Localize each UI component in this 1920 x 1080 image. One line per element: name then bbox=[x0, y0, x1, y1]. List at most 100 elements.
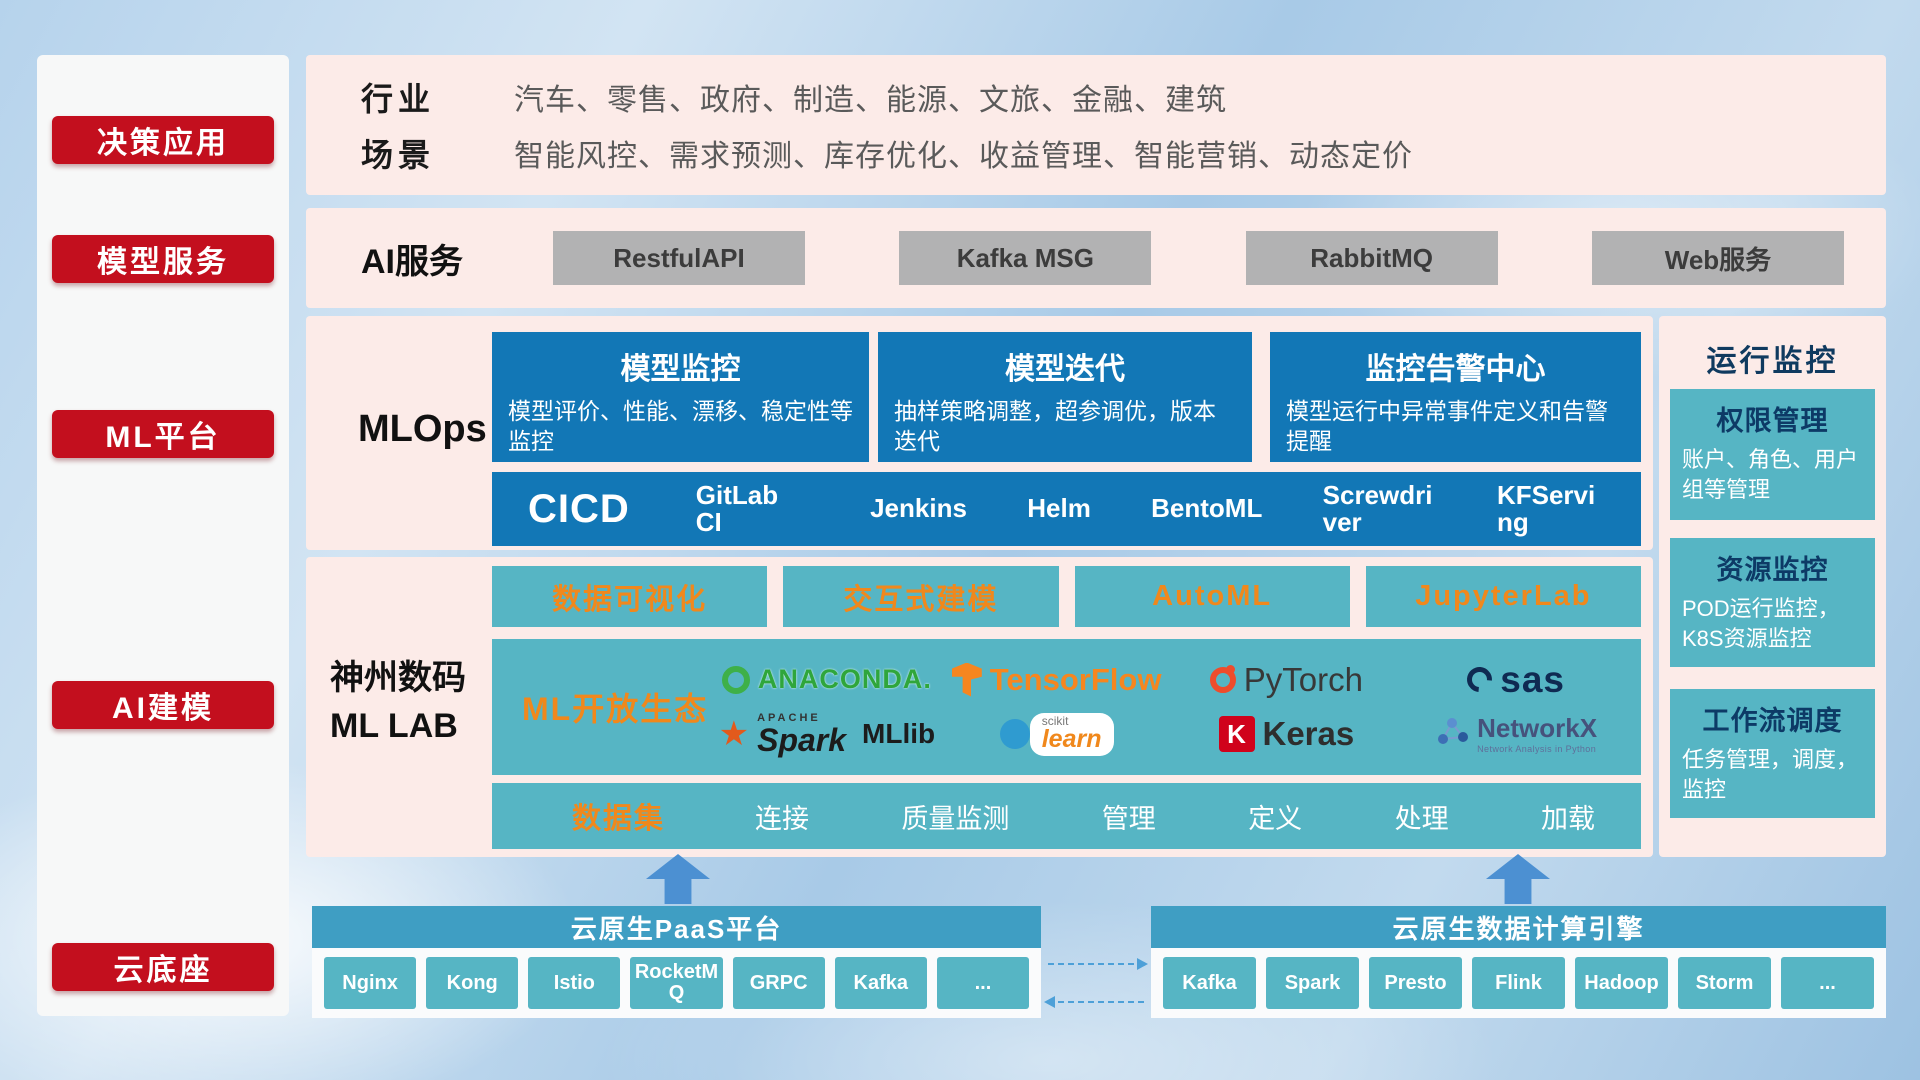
ecosystem-logo-grid: ANACONDA. TensorFlow PyTorch sas ★ bbox=[712, 659, 1631, 756]
cicd-item-kfserving: KFServing bbox=[1496, 479, 1596, 537]
pytorch-logo: PyTorch bbox=[1209, 661, 1363, 699]
model-monitoring-card: 模型监控 模型评价、性能、漂移、稳定性等监控 bbox=[492, 332, 869, 462]
spark-chip[interactable]: Spark bbox=[1266, 957, 1359, 1009]
cicd-label: CICD bbox=[528, 486, 630, 531]
sidebar-item-decision-apps[interactable]: 决策应用 bbox=[52, 116, 274, 164]
tensorflow-logo-text: TensorFlow bbox=[989, 661, 1162, 697]
card-title: 模型迭代 bbox=[1005, 353, 1125, 386]
kong-chip[interactable]: Kong bbox=[426, 957, 519, 1009]
dataset-item-process: 处理 bbox=[1394, 803, 1449, 834]
sidebar-item-cloud-base[interactable]: 云底座 bbox=[52, 943, 274, 991]
scikit-badge: scikit learn bbox=[1029, 712, 1114, 756]
grpc-chip[interactable]: GRPC bbox=[732, 957, 825, 1009]
spark-wordmark: APACHE Spark bbox=[757, 711, 846, 756]
kafka-chip[interactable]: Kafka bbox=[1163, 957, 1256, 1009]
compute-engine-title-bar: 云原生数据计算引擎 bbox=[1151, 906, 1886, 948]
sidebar-item-ml-platform[interactable]: ML平台 bbox=[52, 410, 274, 458]
paas-block: 云原生PaaS平台 Nginx Kong Istio RocketMQ GRPC… bbox=[312, 906, 1041, 1018]
anaconda-logo: ANACONDA. bbox=[721, 664, 932, 695]
ml-lab-label: 神州数码 ML LAB bbox=[330, 655, 490, 750]
data-visualization-button[interactable]: 数据可视化 bbox=[492, 566, 768, 627]
scenario-label: 场景 bbox=[361, 136, 436, 173]
cicd-bar: CICD GitLab CI Jenkins Helm BentoML Scre… bbox=[492, 472, 1641, 546]
kafka-chip[interactable]: Kafka bbox=[834, 957, 927, 1009]
up-arrow-paas-icon bbox=[646, 854, 710, 904]
permission-management-card: 权限管理 账户、角色、用户组等管理 bbox=[1670, 389, 1875, 520]
industry-scenario-panel: 行业 汽车、零售、政府、制造、能源、文旅、金融、建筑 场景 智能风控、需求预测、… bbox=[306, 55, 1886, 195]
dataset-item-connect: 连接 bbox=[755, 803, 810, 834]
sidebar-item-ai-modeling[interactable]: AI建模 bbox=[52, 681, 274, 729]
keras-logo: K Keras bbox=[1218, 715, 1355, 753]
model-iteration-card: 模型迭代 抽样策略调整，超参调优，版本迭代 bbox=[878, 332, 1252, 462]
spark-star-icon: ★ bbox=[718, 715, 750, 753]
dataset-bar: 数据集 连接 质量监测 管理 定义 处理 加载 bbox=[492, 783, 1641, 849]
scenario-row: 场景 智能风控、需求预测、库存优化、收益管理、智能营销、动态定价 bbox=[361, 130, 1846, 176]
sas-swirl-icon bbox=[1462, 661, 1498, 698]
anaconda-logo-text: ANACONDA. bbox=[757, 664, 932, 694]
cicd-item-helm: Helm bbox=[1027, 493, 1091, 524]
web-service-button[interactable]: Web服务 bbox=[1591, 231, 1844, 285]
presto-chip[interactable]: Presto bbox=[1369, 957, 1462, 1009]
automl-button[interactable]: AutoML bbox=[1074, 566, 1350, 627]
ml-open-ecosystem-box: ML开放生态 ANACONDA. TensorFlow PyTorch sas bbox=[492, 639, 1641, 775]
industry-label: 行业 bbox=[361, 81, 436, 118]
ml-lab-label-line1: 神州数码 bbox=[330, 659, 466, 697]
mlops-label: MLOps bbox=[358, 408, 487, 450]
rocketmq-chip[interactable]: RocketMQ bbox=[630, 957, 723, 1009]
nginx-chip[interactable]: Nginx bbox=[324, 957, 417, 1009]
dataset-item-quality: 质量监测 bbox=[901, 803, 1010, 834]
networkx-logo-text: NetworkX bbox=[1477, 712, 1598, 743]
kafka-msg-button[interactable]: Kafka MSG bbox=[899, 231, 1152, 285]
keras-logo-text: Keras bbox=[1262, 715, 1355, 752]
ai-service-buttons: RestfulAPI Kafka MSG RabbitMQ Web服务 bbox=[553, 231, 1844, 285]
scikit-learn-logo: scikit learn bbox=[999, 712, 1114, 756]
up-arrow-compute-icon bbox=[1486, 854, 1550, 904]
flink-chip[interactable]: Flink bbox=[1472, 957, 1565, 1009]
compute-engine-components: Kafka Spark Presto Flink Hadoop Storm ..… bbox=[1151, 948, 1886, 1018]
restfulapi-button[interactable]: RestfulAPI bbox=[553, 231, 805, 285]
paas-title-bar: 云原生PaaS平台 bbox=[312, 906, 1041, 948]
interactive-modeling-button[interactable]: 交互式建模 bbox=[783, 566, 1059, 627]
runtime-monitoring-panel: 运行监控 权限管理 账户、角色、用户组等管理 资源监控 POD运行监控，K8S资… bbox=[1659, 316, 1886, 857]
cicd-item-bentoml: BentoML bbox=[1151, 493, 1263, 524]
runtime-monitoring-title: 运行监控 bbox=[1706, 345, 1839, 378]
scikit-circle-icon bbox=[999, 719, 1030, 749]
more-chip[interactable]: ... bbox=[1781, 957, 1874, 1009]
jupyterlab-button[interactable]: JupyterLab bbox=[1365, 566, 1641, 627]
apache-text: APACHE bbox=[757, 711, 821, 724]
ml-lab-panel: 神州数码 ML LAB 数据可视化 交互式建模 AutoML JupyterLa… bbox=[306, 557, 1653, 857]
hadoop-chip[interactable]: Hadoop bbox=[1575, 957, 1668, 1009]
card-desc: 模型评价、性能、漂移、稳定性等监控 bbox=[508, 398, 853, 454]
pytorch-flame-icon bbox=[1209, 664, 1236, 693]
modeling-tools-row: 数据可视化 交互式建模 AutoML JupyterLab bbox=[492, 566, 1641, 627]
scikit-top-text: scikit bbox=[1041, 713, 1069, 728]
anaconda-ring-icon bbox=[721, 665, 750, 694]
ml-open-ecosystem-label: ML开放生态 bbox=[522, 691, 709, 727]
sas-logo-text: sas bbox=[1500, 658, 1565, 700]
paas-components: Nginx Kong Istio RocketMQ GRPC Kafka ... bbox=[312, 948, 1041, 1018]
istio-chip[interactable]: Istio bbox=[528, 957, 621, 1009]
ai-service-panel: AI服务 RestfulAPI Kafka MSG RabbitMQ Web服务 bbox=[306, 208, 1886, 308]
more-chip[interactable]: ... bbox=[936, 957, 1029, 1009]
rabbitmq-button[interactable]: RabbitMQ bbox=[1245, 231, 1498, 285]
dataset-item-manage: 管理 bbox=[1101, 803, 1156, 834]
mllib-logo-text: MLlib bbox=[862, 718, 936, 749]
storm-chip[interactable]: Storm bbox=[1678, 957, 1771, 1009]
networkx-subtitle: Network Analysis in Python bbox=[1477, 743, 1597, 754]
card-desc: 模型运行中异常事件定义和告警提醒 bbox=[1286, 398, 1608, 454]
sas-logo: sas bbox=[1462, 658, 1565, 701]
sidebar-item-model-service[interactable]: 模型服务 bbox=[52, 235, 274, 283]
resource-monitoring-card: 资源监控 POD运行监控，K8S资源监控 bbox=[1670, 538, 1875, 667]
networkx-wordmark: NetworkX Network Analysis in Python bbox=[1477, 712, 1598, 754]
compute-engine-block: 云原生数据计算引擎 Kafka Spark Presto Flink Hadoo… bbox=[1151, 906, 1886, 1018]
card-title: 工作流调度 bbox=[1702, 706, 1843, 736]
card-desc: 账户、角色、用户组等管理 bbox=[1682, 447, 1859, 502]
industry-list: 汽车、零售、政府、制造、能源、文旅、金融、建筑 bbox=[514, 84, 1227, 118]
spark-mllib-logo: ★ APACHE Spark MLlib bbox=[718, 711, 936, 756]
industry-row: 行业 汽车、零售、政府、制造、能源、文旅、金融、建筑 bbox=[361, 74, 1846, 120]
card-desc: POD运行监控，K8S资源监控 bbox=[1682, 596, 1840, 651]
cicd-item-gitlab-ci: GitLab CI bbox=[695, 479, 779, 537]
cicd-item-screwdriver: Screwdriver bbox=[1322, 479, 1433, 537]
cicd-items: GitLab CI Jenkins Helm BentoML Screwdriv… bbox=[695, 479, 1611, 537]
